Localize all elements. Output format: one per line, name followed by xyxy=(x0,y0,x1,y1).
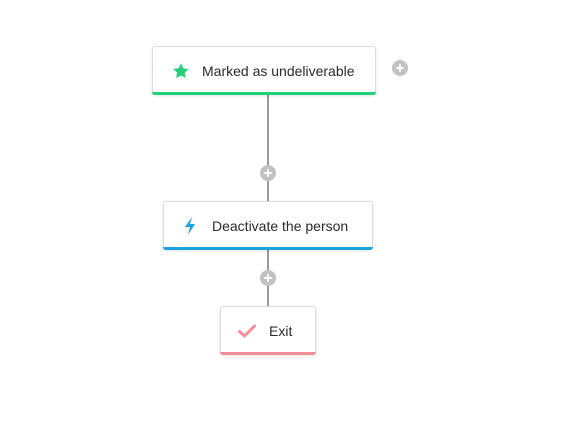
accent-bar xyxy=(163,247,373,250)
exit-label: Exit xyxy=(269,322,293,339)
accent-bar xyxy=(152,92,376,95)
accent-bar xyxy=(220,352,316,355)
trigger-card[interactable]: Marked as undeliverable xyxy=(152,46,376,95)
star-icon xyxy=(171,61,191,81)
trigger-label: Marked as undeliverable xyxy=(202,62,355,79)
action-label: Deactivate the person xyxy=(212,217,349,234)
checkmark-icon xyxy=(237,321,257,341)
add-step-button[interactable] xyxy=(260,270,276,286)
add-branch-button[interactable] xyxy=(392,60,408,76)
action-card[interactable]: Deactivate the person xyxy=(163,201,373,250)
add-step-button[interactable] xyxy=(260,165,276,181)
lightning-icon xyxy=(180,216,200,236)
connector-line xyxy=(267,94,269,201)
exit-card[interactable]: Exit xyxy=(220,306,316,355)
